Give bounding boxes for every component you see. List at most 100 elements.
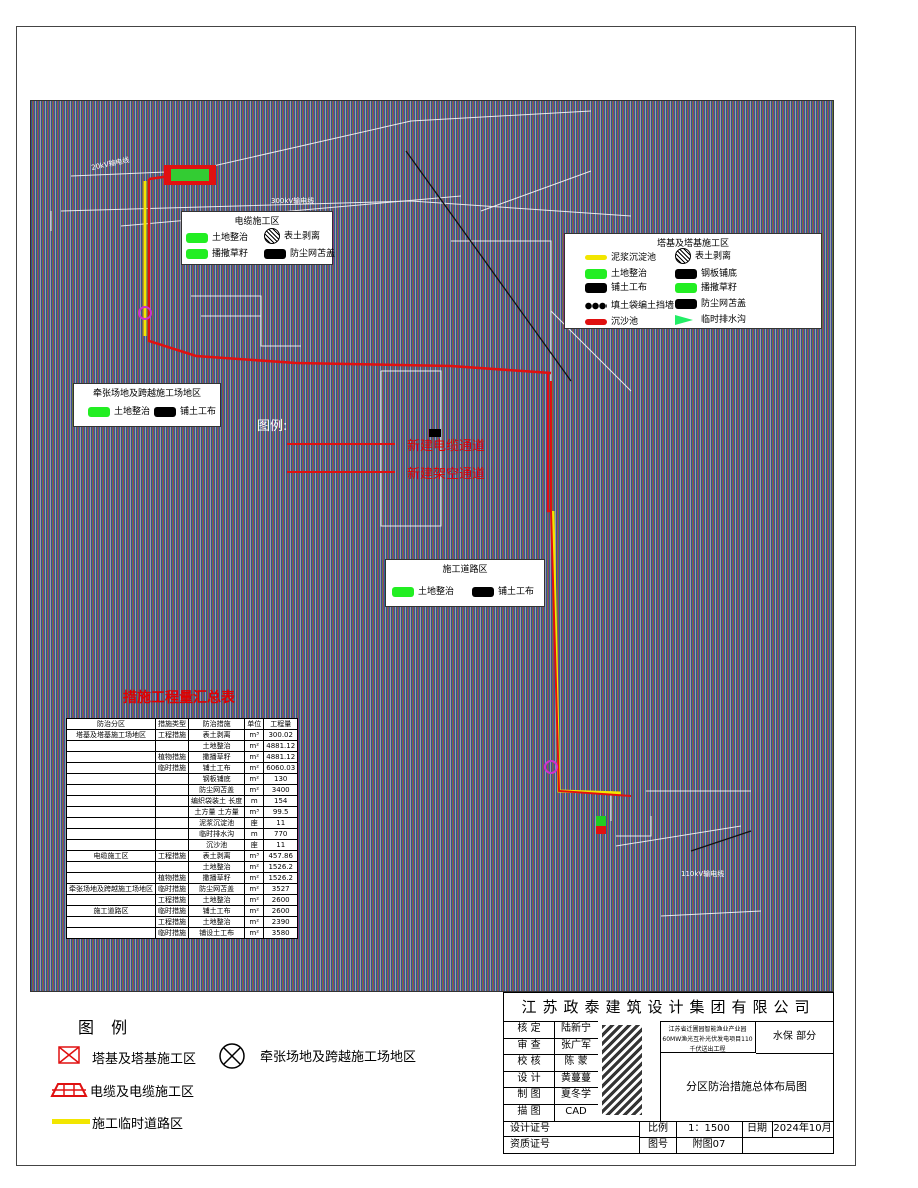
black-swatch	[675, 298, 697, 309]
table-cell: 铺设土工布	[187, 927, 246, 939]
table-cell: 2390	[263, 916, 299, 928]
black-swatch	[585, 282, 607, 293]
black-swatch	[675, 268, 697, 279]
person-name: 夏冬学	[554, 1087, 599, 1105]
table-cell: m²	[244, 861, 265, 873]
table-cell: m²	[244, 883, 265, 895]
scale-value: 1：1500	[676, 1121, 743, 1138]
table-cell: 11	[263, 817, 299, 829]
table-cell: m³	[244, 729, 265, 741]
table-cell: 防尘网苫盖	[187, 784, 246, 796]
tower-x-icon	[58, 1046, 80, 1064]
table-cell: 泥浆沉淀池	[187, 817, 246, 829]
scale-label: 比例	[640, 1121, 677, 1138]
legend-pulling-area: 牵张场地及跨越施工场地区 土地整治 铺土工布	[73, 383, 221, 427]
table-cell: 130	[263, 773, 299, 785]
legend-tower-title: 塔基及塔基施工区	[656, 239, 729, 249]
table-cell: m²	[244, 872, 265, 884]
table-cell	[66, 861, 156, 873]
table-cell	[155, 817, 189, 829]
circle-x-icon	[219, 1043, 245, 1069]
table-cell: m²	[244, 740, 265, 752]
table-cell	[155, 784, 189, 796]
table-cell	[66, 751, 156, 763]
project-line2: 60MW渔光互补光伏发电项目110千伏送出工程	[662, 1036, 753, 1053]
table-cell: m²	[244, 762, 265, 774]
person-name: 陆新宁	[554, 1021, 599, 1039]
table-header: 工程量	[263, 718, 299, 730]
table-cell: m²	[244, 927, 265, 939]
table-header: 防治分区	[66, 718, 156, 730]
table-cell: 1526.2	[263, 861, 299, 873]
table-cell	[66, 817, 156, 829]
drawing-frame	[16, 26, 856, 1166]
legend-item-label: 塔基及塔基施工区	[92, 1052, 197, 1067]
person-name: 陈 蒙	[554, 1054, 599, 1072]
table-cell: 临时措施	[155, 883, 189, 895]
legend-tower-item: 表土剥离	[695, 251, 732, 262]
table-cell	[155, 861, 189, 873]
table-cell: 防尘网苫盖	[187, 883, 246, 895]
table-title: 措施工程量汇总表	[123, 690, 235, 706]
route-legend-cable: 新建电缆通道	[407, 439, 486, 454]
table-cell	[155, 740, 189, 752]
date-value: 2024年10月	[772, 1121, 833, 1138]
hatched-circle-icon	[264, 228, 280, 244]
green-swatch	[392, 586, 414, 597]
design-cert-label: 设计证号	[504, 1121, 640, 1137]
legend-cable-area: 电缆施工区 土地整治 表土剥离 播撒草籽 防尘网苫盖	[181, 211, 335, 265]
table-cell: m²	[244, 894, 265, 906]
legend-item-label: 牵张场地及跨越施工场地区	[260, 1050, 417, 1065]
road-yellow-swatch	[52, 1119, 90, 1124]
signature-image	[602, 1025, 642, 1115]
table-cell: 6060.03	[263, 762, 299, 774]
route-legend-overhead: 新建架空通道	[407, 467, 486, 482]
table-cell: 座	[244, 839, 265, 851]
discipline: 水保 部分	[756, 1021, 833, 1054]
table-cell	[66, 916, 156, 928]
legend-cable-item: 播撒草籽	[212, 249, 249, 259]
legend-tower-item: 临时排水沟	[701, 315, 747, 325]
table-cell: m²	[244, 916, 265, 928]
table-cell	[66, 795, 156, 807]
green-arrow-icon	[675, 314, 693, 325]
table-cell: 沉沙池	[187, 839, 246, 851]
table-cell: m²	[244, 751, 265, 763]
legend-cable-item: 表土剥离	[284, 231, 321, 242]
legend-road-item: 土地整治	[418, 587, 455, 597]
black-swatch	[472, 586, 494, 597]
table-cell: 临时措施	[155, 927, 189, 939]
table-cell: m³	[244, 850, 265, 862]
table-cell: 座	[244, 817, 265, 829]
role-label: 制 图	[504, 1087, 555, 1105]
map-label: 300kV输电线	[271, 197, 315, 205]
quantities-table: 防治分区 措施类型 防治措施 单位 工程量 塔基及塔基施工场地区工程措施表土剥离…	[66, 718, 299, 939]
role-label: 描 图	[504, 1104, 555, 1122]
table-cell: 植物措施	[155, 872, 189, 884]
company-name: 江苏政泰建筑设计集团有限公司	[504, 993, 833, 1022]
table-header: 单位	[244, 718, 265, 730]
legend-tower-item: 沉沙池	[611, 317, 639, 327]
table-cell: 工程措施	[155, 894, 189, 906]
green-swatch	[186, 232, 208, 243]
table-cell: 编织袋装土 长度	[187, 795, 246, 807]
table-cell: 11	[263, 839, 299, 851]
signature-area	[598, 1021, 661, 1122]
legend-tower-item: 钢板铺底	[701, 269, 738, 279]
legend-road-title: 施工道路区	[442, 565, 488, 575]
table-cell	[66, 872, 156, 884]
table-header-row: 防治分区 措施类型 防治措施 单位 工程量	[66, 718, 299, 730]
role-label: 校 核	[504, 1054, 555, 1072]
legend-pulling-item: 土地整治	[114, 407, 151, 417]
table-cell	[155, 828, 189, 840]
